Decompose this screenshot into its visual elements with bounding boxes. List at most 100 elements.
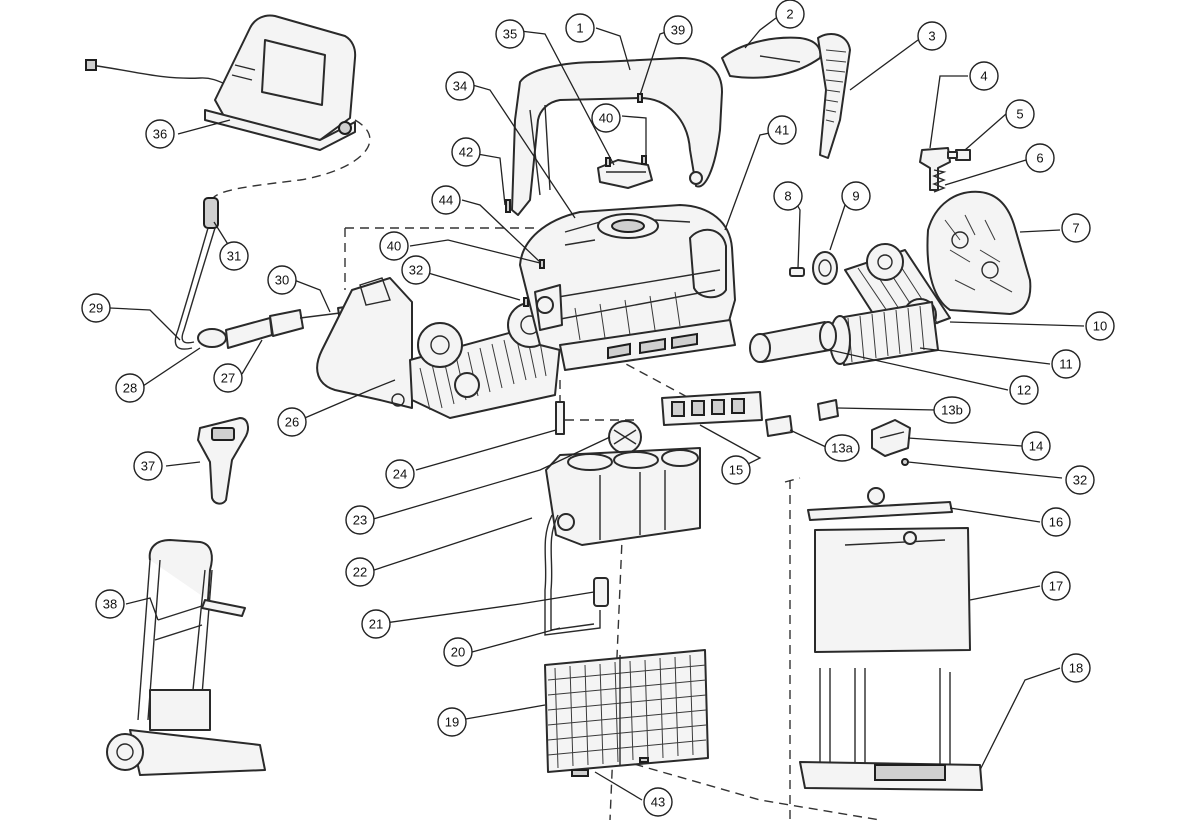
callout-44: 44 — [431, 185, 461, 215]
callout-14-label: 14 — [1029, 439, 1043, 454]
callout-32-left: 32 — [401, 255, 431, 285]
callout-12: 12 — [1009, 375, 1039, 405]
main-body-41 — [519, 204, 736, 371]
callout-43: 43 — [643, 787, 673, 817]
callout-8: 8 — [773, 181, 803, 211]
brush-roller-11 — [829, 301, 939, 366]
callout-37: 37 — [133, 451, 163, 481]
callout-28: 28 — [115, 373, 145, 403]
clip-13a — [765, 415, 793, 437]
callout-6: 6 — [1025, 143, 1055, 173]
callout-41: 41 — [767, 115, 797, 145]
pulley-9 — [812, 251, 838, 285]
fin-3 — [817, 33, 851, 159]
callout-22-label: 22 — [353, 565, 367, 580]
callout-21-label: 21 — [369, 617, 383, 632]
callout-10: 10 — [1085, 311, 1115, 341]
callout-34: 34 — [445, 71, 475, 101]
callout-35-label: 35 — [503, 27, 517, 42]
callout-1: 1 — [565, 13, 595, 43]
callout-34-label: 34 — [453, 79, 467, 94]
callout-13b-label: 13b — [941, 403, 963, 418]
callout-19: 19 — [437, 707, 467, 737]
callout-40-top: 40 — [591, 103, 621, 133]
rod-24 — [555, 401, 565, 435]
callouts: 1 2 3 4 5 6 7 8 9 10 11 12 13a 13b 14 15… — [81, 0, 1115, 817]
callout-31: 31 — [219, 241, 249, 271]
motor-unit-22 — [545, 447, 701, 546]
callout-2-label: 2 — [786, 7, 793, 22]
callout-27-label: 27 — [221, 371, 235, 386]
handle-insert-2 — [721, 36, 822, 79]
callout-3: 3 — [917, 21, 947, 51]
filter-tray-18 — [799, 668, 983, 791]
callout-38-label: 38 — [103, 597, 117, 612]
callout-24: 24 — [385, 459, 415, 489]
callout-13a-label: 13a — [831, 441, 853, 456]
callout-42-label: 42 — [459, 145, 473, 160]
callout-39: 39 — [663, 15, 693, 45]
callout-5-label: 5 — [1016, 107, 1023, 122]
callout-23: 23 — [345, 505, 375, 535]
callout-26: 26 — [277, 407, 307, 437]
callout-5: 5 — [1005, 99, 1035, 129]
spring-6 — [932, 169, 947, 193]
impeller-23 — [608, 420, 642, 454]
callout-4-label: 4 — [980, 69, 987, 84]
filter-panel-17 — [814, 527, 971, 653]
callout-32-right: 32 — [1065, 465, 1095, 495]
callout-36: 36 — [145, 119, 175, 149]
right-side-plate-7 — [926, 190, 1032, 315]
callout-40-left-label: 40 — [387, 239, 401, 254]
callout-24-label: 24 — [393, 467, 407, 482]
callout-18-label: 18 — [1069, 661, 1083, 676]
callout-1-label: 1 — [576, 21, 583, 36]
callout-11-label: 11 — [1059, 357, 1073, 372]
pin-8 — [789, 267, 805, 277]
callout-30-label: 30 — [275, 273, 289, 288]
callout-26-label: 26 — [285, 415, 299, 430]
callout-31-label: 31 — [227, 249, 241, 264]
left-side-plate-26 — [316, 277, 413, 409]
callout-37-label: 37 — [141, 459, 155, 474]
callout-19-label: 19 — [445, 715, 459, 730]
callout-17-label: 17 — [1049, 579, 1063, 594]
clip-13b — [817, 399, 839, 421]
callout-15: 15 — [721, 455, 751, 485]
power-supply-36 — [85, 14, 357, 151]
callout-20-label: 20 — [451, 645, 465, 660]
callout-30: 30 — [267, 265, 297, 295]
callout-2: 2 — [775, 0, 805, 29]
callout-43-label: 43 — [651, 795, 665, 810]
callout-9: 9 — [841, 181, 871, 211]
callout-18: 18 — [1061, 653, 1091, 683]
callout-12-label: 12 — [1017, 383, 1031, 398]
callout-36-label: 36 — [153, 127, 167, 142]
callout-16-label: 16 — [1049, 515, 1063, 530]
caddy-38 — [106, 539, 266, 776]
callout-4: 4 — [969, 61, 999, 91]
callout-32-right-label: 32 — [1073, 473, 1087, 488]
callout-29-label: 29 — [89, 301, 103, 316]
callout-9-label: 9 — [852, 189, 859, 204]
connector-21 — [593, 577, 609, 607]
callout-14: 14 — [1021, 431, 1051, 461]
callout-13b: 13b — [933, 396, 971, 424]
flap-strip-15 — [661, 391, 763, 426]
callout-3-label: 3 — [928, 29, 935, 44]
hand-tool-37 — [197, 417, 249, 505]
filter-frame-16 — [807, 487, 953, 521]
callout-39-label: 39 — [671, 23, 685, 38]
callout-22: 22 — [345, 557, 375, 587]
callout-13a: 13a — [824, 434, 860, 462]
filter-basket-19 — [544, 649, 709, 777]
callout-6-label: 6 — [1036, 151, 1043, 166]
callout-32-left-label: 32 — [409, 263, 423, 278]
handle-and-cover-1 — [511, 57, 723, 216]
callout-44-label: 44 — [439, 193, 453, 208]
callout-29: 29 — [81, 293, 111, 323]
callout-21: 21 — [361, 609, 391, 639]
callout-40-left: 40 — [379, 231, 409, 261]
